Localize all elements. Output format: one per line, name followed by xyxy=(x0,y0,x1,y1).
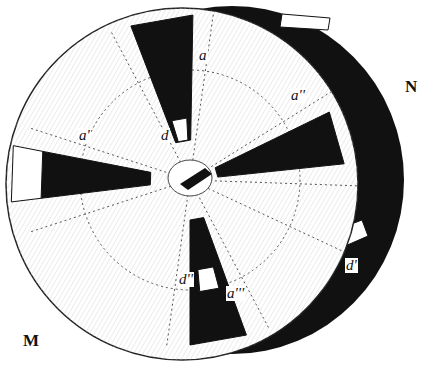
guide-radius xyxy=(190,180,360,186)
disk-sector xyxy=(11,146,42,202)
part-letter: M xyxy=(22,332,40,349)
back-window xyxy=(280,14,330,30)
guide-radius xyxy=(190,180,344,252)
callout-letter: a''' xyxy=(226,286,245,301)
callout-letter: a'' xyxy=(290,88,306,103)
guide-radius xyxy=(190,12,214,180)
disk-sector xyxy=(41,151,151,198)
part-letter: N xyxy=(404,78,418,95)
disk-sector xyxy=(190,218,246,345)
callout-letter: d' xyxy=(345,258,358,273)
callout-letter: d xyxy=(160,128,170,143)
axle xyxy=(180,168,212,190)
disk-sector xyxy=(198,267,219,292)
guide-radius xyxy=(166,180,190,348)
disk-sector xyxy=(215,112,344,177)
callout-letter: a xyxy=(198,48,208,63)
hub xyxy=(168,160,212,196)
callout-letter: a' xyxy=(78,128,91,143)
disk-sector xyxy=(172,118,188,142)
disk-sector xyxy=(131,15,193,143)
callout-letter: d'' xyxy=(178,272,194,287)
